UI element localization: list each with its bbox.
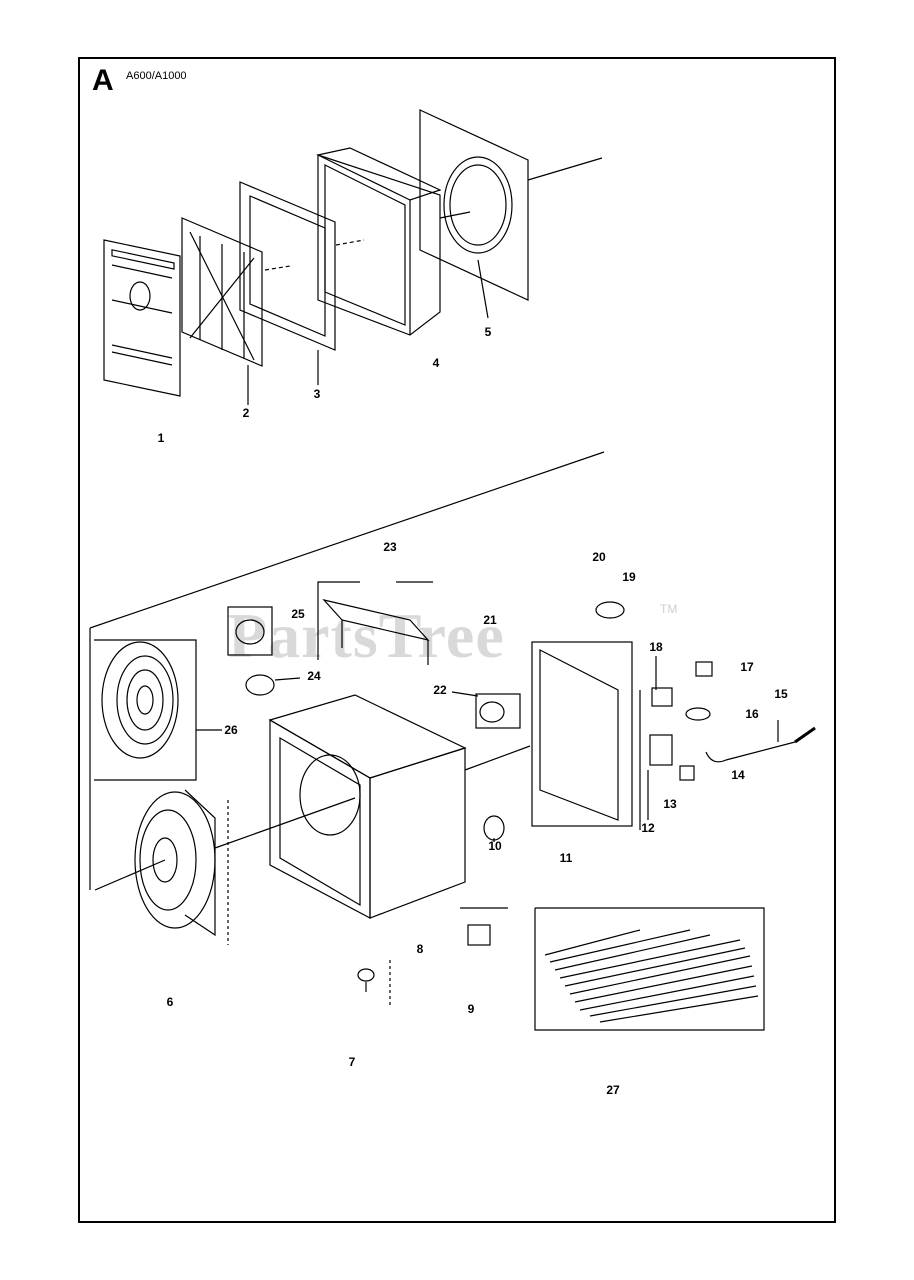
- callout-19[interactable]: 19: [622, 570, 636, 584]
- part-fan-housing: [94, 789, 356, 945]
- callout-7[interactable]: 7: [348, 1055, 356, 1069]
- callout-17[interactable]: 17: [740, 660, 754, 674]
- callout-13[interactable]: 13: [663, 797, 677, 811]
- section-divider-line: [89, 451, 605, 629]
- callout-25[interactable]: 25: [291, 607, 305, 621]
- callout-3[interactable]: 3: [313, 387, 321, 401]
- callout-8[interactable]: 8: [416, 942, 424, 956]
- callout-26[interactable]: 26: [224, 723, 238, 737]
- callout-27[interactable]: 27: [606, 1083, 620, 1097]
- part-wiring-set: [534, 907, 765, 1031]
- callout-2[interactable]: 2: [242, 406, 250, 420]
- callout-23[interactable]: 23: [383, 540, 397, 554]
- part-feet-and-holder: [357, 907, 508, 1005]
- part-filter-box: [316, 147, 442, 336]
- callout-16[interactable]: 16: [745, 707, 759, 721]
- callout-18[interactable]: 18: [649, 640, 663, 654]
- part-control-panel: [531, 641, 633, 827]
- callout-22[interactable]: 22: [433, 683, 447, 697]
- watermark-tm: TM: [660, 602, 678, 616]
- callout-6[interactable]: 6: [166, 995, 174, 1009]
- part-electrical-components: [639, 656, 816, 830]
- part-grille: [181, 217, 263, 405]
- callout-10[interactable]: 10: [488, 839, 502, 853]
- model-label: A600/A1000: [126, 70, 187, 82]
- part-cabinet: [268, 694, 531, 919]
- part-fan-guard: [94, 639, 222, 781]
- part-thermostats: [227, 606, 301, 696]
- callout-21[interactable]: 21: [483, 613, 497, 627]
- part-front-panel: [103, 239, 181, 397]
- watermark: PartsTree: [228, 600, 505, 671]
- part-ring-plate: [419, 109, 603, 319]
- callout-20[interactable]: 20: [592, 550, 606, 564]
- callout-1[interactable]: 1: [157, 431, 165, 445]
- callout-15[interactable]: 15: [774, 687, 788, 701]
- callout-9[interactable]: 9: [467, 1002, 475, 1016]
- callout-14[interactable]: 14: [731, 768, 745, 782]
- part-bracket: [317, 581, 433, 665]
- part-capacitors: [451, 691, 521, 842]
- callout-11[interactable]: 11: [559, 851, 573, 865]
- diagram-frame: [78, 57, 836, 1223]
- callout-5[interactable]: 5: [484, 325, 492, 339]
- callout-24[interactable]: 24: [307, 669, 321, 683]
- callout-12[interactable]: 12: [641, 821, 655, 835]
- section-letter: A: [92, 64, 114, 97]
- callout-4[interactable]: 4: [432, 356, 440, 370]
- part-filter-frame: [239, 181, 336, 385]
- part-switch: [595, 601, 625, 619]
